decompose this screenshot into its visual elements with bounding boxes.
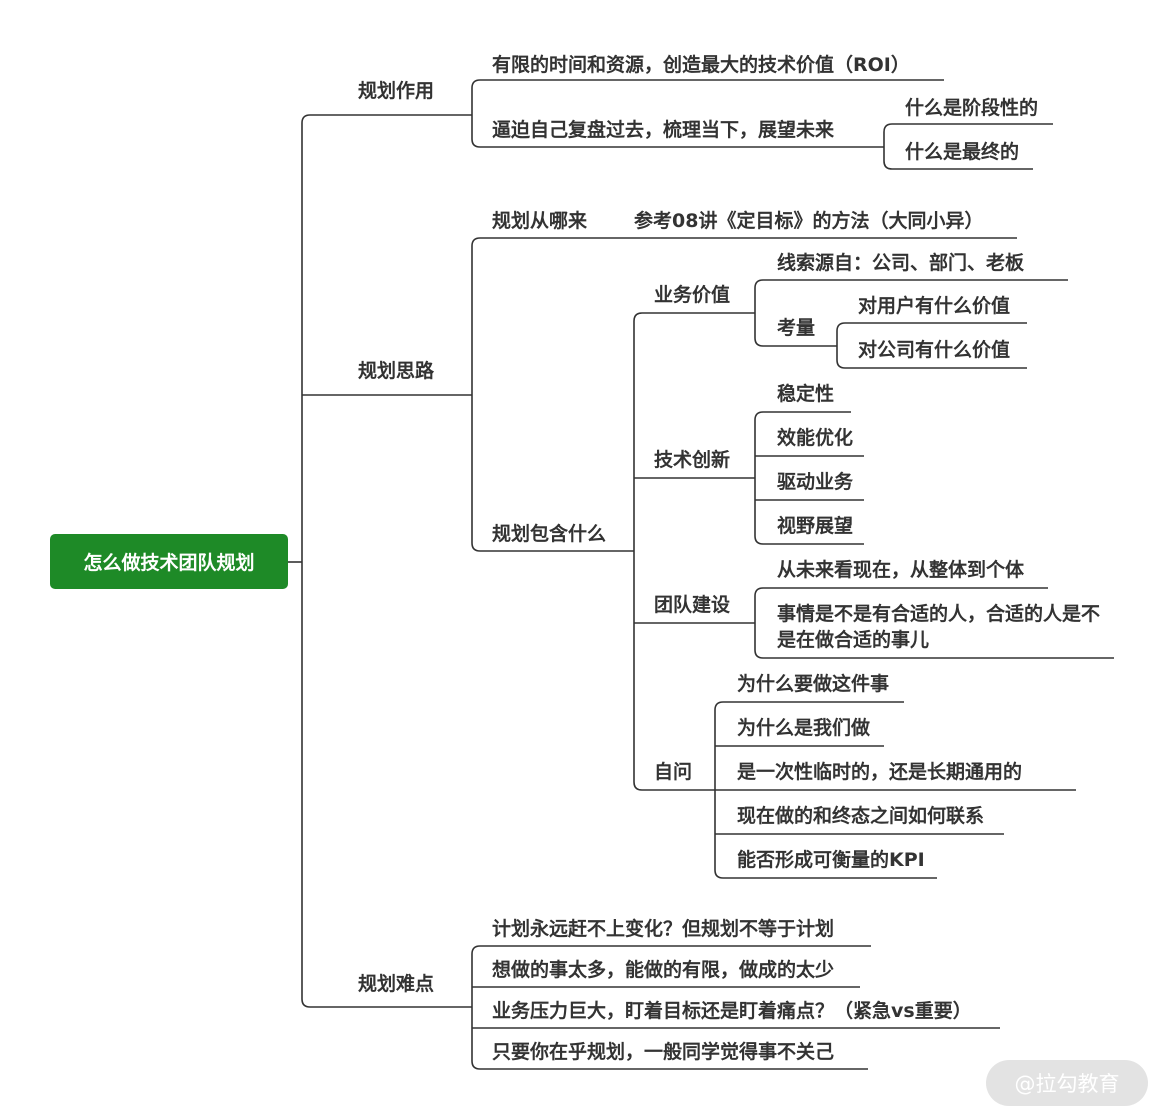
selfask-why-us[interactable]: 为什么是我们做 <box>737 717 871 739</box>
branch-thinking[interactable]: 规划思路 <box>358 360 435 382</box>
role-item-review[interactable]: 逼迫自己复盘过去，梳理当下，展望未来 <box>492 119 835 141</box>
selfask-onetime[interactable]: 是一次性临时的，还是长期通用的 <box>737 761 1023 783</box>
business-clue[interactable]: 线索源自：公司、部门、老板 <box>777 252 1025 274</box>
difficulty-indifferent[interactable]: 只要你在乎规划，一般同学觉得事不关己 <box>492 1041 835 1063</box>
difficulty-pressure[interactable]: 业务压力巨大，盯着目标还是盯着痛点？（紧急vs重要） <box>492 1000 972 1022</box>
root-topic-label: 怎么做技术团队规划 <box>83 552 255 574</box>
role-item-roi[interactable]: 有限的时间和资源，创造最大的技术价值（ROI） <box>492 54 910 76</box>
branch-difficulty[interactable]: 规划难点 <box>358 973 435 995</box>
difficulty-too-much[interactable]: 想做的事太多，能做的有限，做成的太少 <box>492 959 835 981</box>
root-topic[interactable]: 怎么做技术团队规划 <box>50 534 288 589</box>
contains-tech[interactable]: 技术创新 <box>654 449 731 471</box>
measure-user-value[interactable]: 对用户有什么价值 <box>858 295 1011 317</box>
thinking-contains[interactable]: 规划包含什么 <box>492 523 607 545</box>
branch-role[interactable]: 规划作用 <box>358 80 435 102</box>
role-sub-final[interactable]: 什么是最终的 <box>905 141 1020 163</box>
selfask-link[interactable]: 现在做的和终态之间如何联系 <box>737 805 985 827</box>
selfask-why[interactable]: 为什么要做这件事 <box>737 673 890 695</box>
tech-stability[interactable]: 稳定性 <box>777 383 835 405</box>
measure-company-value[interactable]: 对公司有什么价值 <box>858 339 1011 361</box>
tech-drive-business[interactable]: 驱动业务 <box>777 471 854 493</box>
role-sub-stage[interactable]: 什么是阶段性的 <box>905 97 1039 119</box>
tech-vision[interactable]: 视野展望 <box>777 515 854 537</box>
team-right-people[interactable]: 事情是不是有合适的人，合适的人是不是在做合适的事儿 <box>777 603 1101 651</box>
thinking-source[interactable]: 规划从哪来 <box>492 210 588 232</box>
selfask-kpi[interactable]: 能否形成可衡量的KPI <box>737 849 925 871</box>
difficulty-change[interactable]: 计划永远赶不上变化？但规划不等于计划 <box>492 918 835 940</box>
contains-business[interactable]: 业务价值 <box>654 284 731 306</box>
tech-efficiency[interactable]: 效能优化 <box>777 427 854 449</box>
thinking-source-note[interactable]: 参考08讲《定目标》的方法（大同小异） <box>634 210 984 232</box>
contains-selfask[interactable]: 自问 <box>654 761 693 783</box>
business-measure[interactable]: 考量 <box>777 317 816 339</box>
team-future[interactable]: 从未来看现在，从整体到个体 <box>777 559 1025 581</box>
watermark: @拉勾教育 <box>986 1060 1148 1106</box>
contains-team[interactable]: 团队建设 <box>654 594 731 616</box>
